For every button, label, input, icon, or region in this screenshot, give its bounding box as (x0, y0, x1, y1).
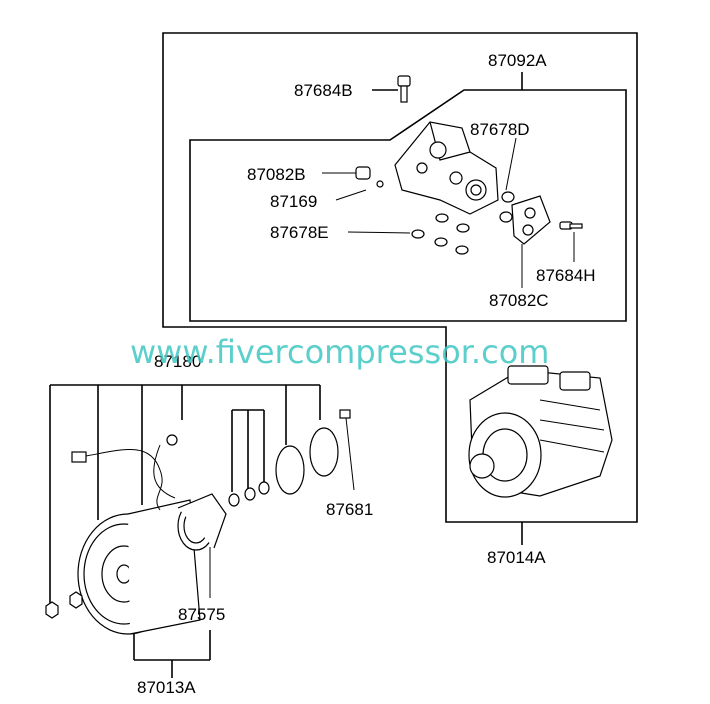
label-87678D: 87678D (470, 120, 530, 139)
valve-core-87169 (335, 180, 384, 201)
rear-head-frame (189, 89, 627, 322)
shims (228, 481, 270, 507)
label-87678E: 87678E (270, 223, 329, 242)
label-87180: 87180 (154, 352, 201, 371)
watermark-text: www.fivercompressor.com (130, 333, 549, 371)
bolt-87684H (559, 221, 583, 262)
label-87684H: 87684H (536, 266, 596, 285)
label-87014A: 87014A (487, 548, 546, 567)
bolt-87684B (372, 75, 411, 103)
compressor-body-87014A (468, 365, 613, 498)
coil-wire (71, 434, 178, 511)
label-87169: 87169 (270, 192, 317, 211)
hub-nut (45, 591, 83, 619)
o-rings-87678D (499, 137, 517, 223)
compressor-assembly-frame (162, 32, 638, 523)
valve-cap-87082B (322, 166, 371, 180)
label-87681: 87681 (326, 500, 373, 519)
rear-head-housing (394, 121, 499, 215)
snap-rings (275, 427, 339, 495)
key-87681 (339, 409, 355, 491)
label-87013A: 87013A (137, 678, 196, 697)
label-87092A: 87092A (488, 51, 547, 70)
label-87575: 87575 (178, 605, 225, 624)
clutch-group-frame (49, 384, 321, 612)
label-87082C: 87082C (489, 291, 549, 310)
label-87684B: 87684B (294, 81, 353, 100)
field-coil-87575 (177, 493, 227, 598)
label-87082B: 87082B (247, 165, 306, 184)
o-rings-87678E (347, 213, 470, 255)
gasket-87082C (511, 195, 551, 288)
